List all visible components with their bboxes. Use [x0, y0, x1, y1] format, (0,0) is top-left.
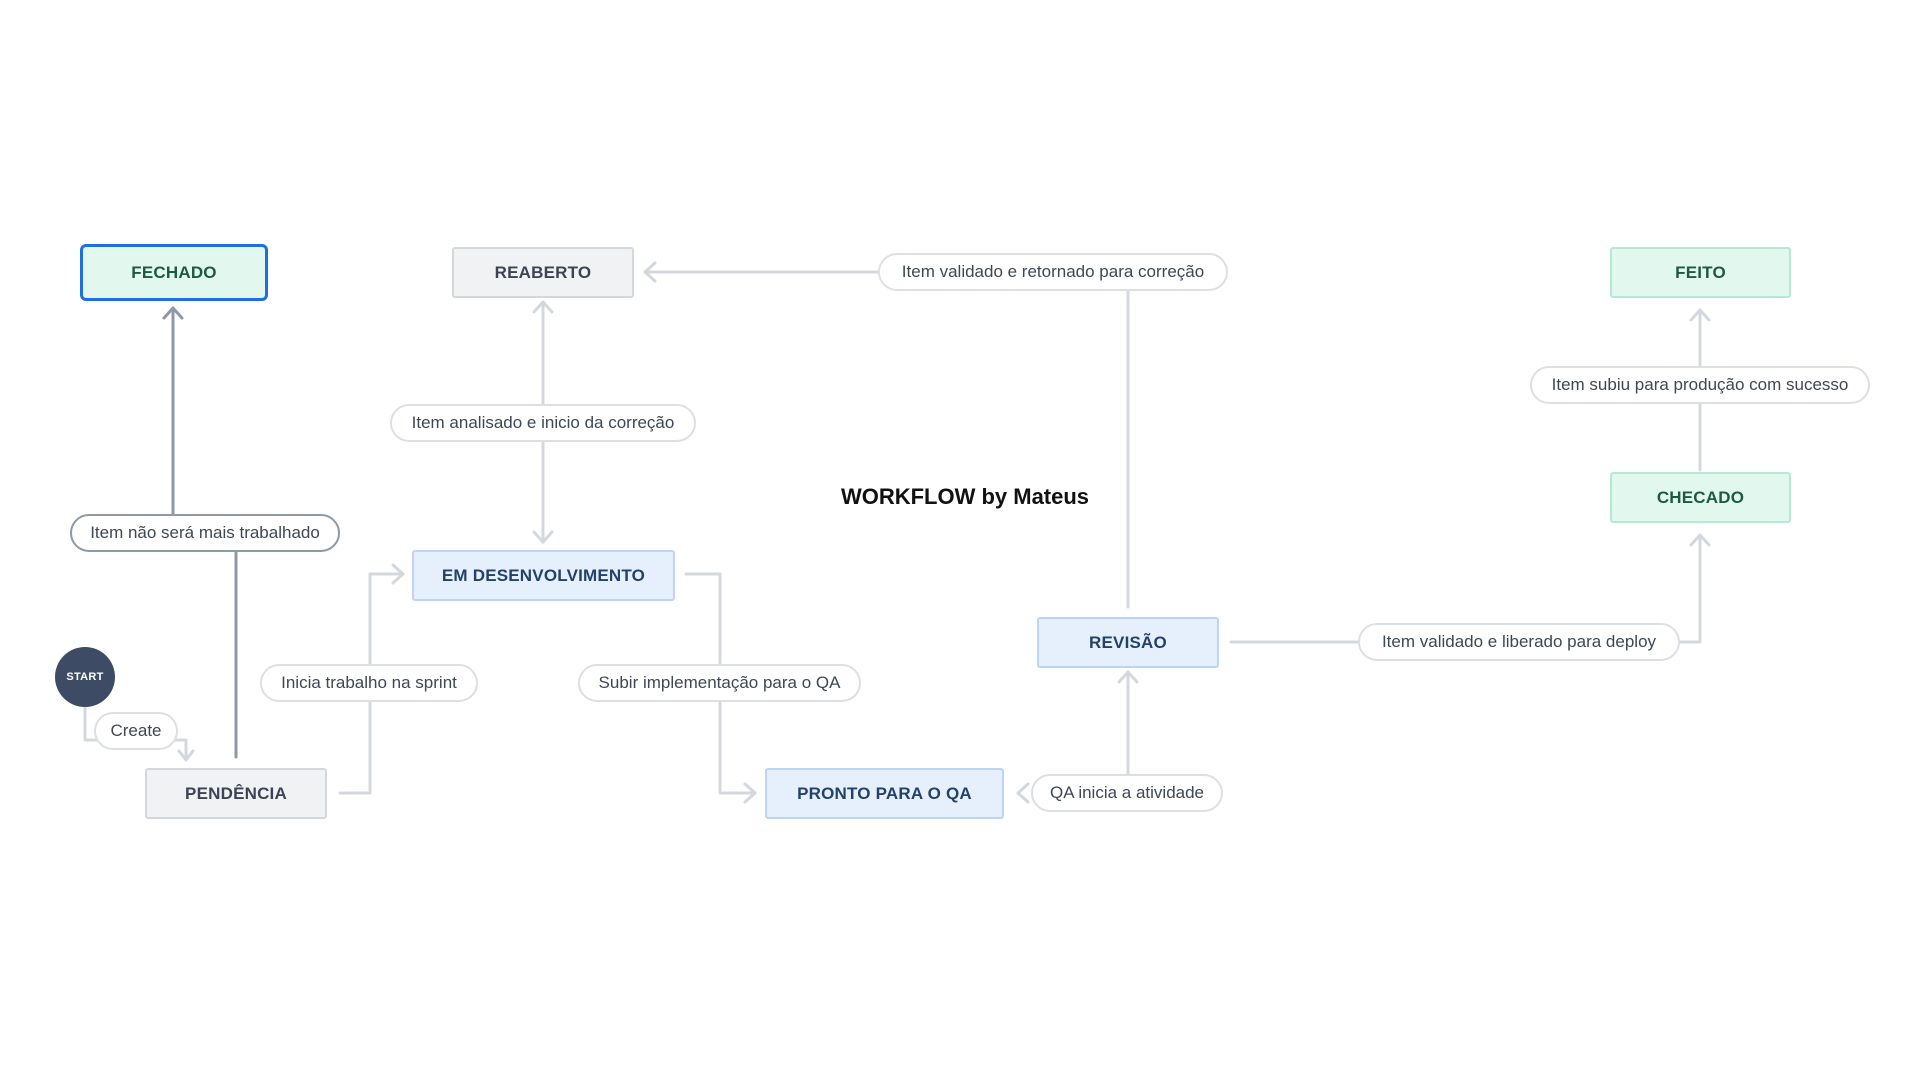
status-feito[interactable]: FEITO: [1610, 247, 1791, 298]
transition-validado-liberado-deploy[interactable]: Item validado e liberado para deploy: [1358, 623, 1680, 661]
status-em-desenvolvimento-label: EM DESENVOLVIMENTO: [441, 565, 646, 585]
transition-subiu-producao[interactable]: Item subiu para produção com sucesso: [1530, 366, 1870, 404]
status-pendencia[interactable]: PENDÊNCIA: [145, 768, 327, 819]
transition-inicia-trabalho[interactable]: Inicia trabalho na sprint: [260, 664, 478, 702]
transition-create-label: Create: [110, 721, 162, 740]
status-reaberto[interactable]: REABERTO: [452, 247, 634, 298]
transition-validado-retornado-correcao-label: Item validado e retornado para correção: [901, 262, 1205, 281]
arrowhead-create: [177, 749, 195, 762]
status-fechado[interactable]: FECHADO: [80, 244, 268, 301]
transition-validado-retornado-correcao[interactable]: Item validado e retornado para correção: [878, 253, 1228, 291]
connector-retornado-correcao: [643, 270, 1130, 609]
transition-subir-implementacao-qa[interactable]: Subir implementação para o QA: [578, 664, 861, 702]
transition-analisado-inicio-correcao-label: Item analisado e inicio da correção: [411, 413, 675, 432]
status-em-desenvolvimento[interactable]: EM DESENVOLVIMENTO: [412, 550, 675, 601]
transition-create[interactable]: Create: [94, 712, 178, 750]
status-revisao-label: REVISÃO: [1089, 632, 1167, 652]
status-feito-label: FEITO: [1675, 262, 1726, 282]
start-label: START: [66, 671, 104, 683]
status-pendencia-label: PENDÊNCIA: [185, 783, 287, 803]
arrowhead-reaberto-down: [532, 530, 554, 544]
transition-subir-implementacao-qa-label: Subir implementação para o QA: [598, 673, 841, 692]
start-node[interactable]: START: [55, 647, 115, 707]
status-checado[interactable]: CHECADO: [1610, 472, 1791, 523]
arrowhead-subiu-producao: [1689, 308, 1711, 322]
transition-validado-liberado-deploy-label: Item validado e liberado para deploy: [1381, 632, 1657, 651]
diagram-title: WORKFLOW by Mateus: [840, 484, 1090, 509]
arrowhead-pronto-qa: [1016, 782, 1030, 804]
arrowhead-reaberto-up: [532, 300, 554, 314]
transition-subiu-producao-label: Item subiu para produção com sucesso: [1551, 375, 1849, 394]
arrowhead-subir-qa: [743, 782, 757, 804]
status-pronto-para-qa-label: PRONTO PARA O QA: [797, 783, 972, 803]
arrowhead-to-fechado: [162, 306, 184, 320]
transition-inicia-trabalho-label: Inicia trabalho na sprint: [281, 673, 457, 692]
status-checado-label: CHECADO: [1656, 487, 1745, 507]
transition-qa-inicia-atividade[interactable]: QA inicia a atividade: [1031, 774, 1223, 812]
arrowhead-inicia-trabalho: [391, 563, 405, 585]
arrowhead-retornado-correcao: [643, 261, 657, 283]
transition-analisado-inicio-correcao[interactable]: Item analisado e inicio da correção: [390, 404, 696, 442]
status-revisao[interactable]: REVISÃO: [1037, 617, 1219, 668]
status-pronto-para-qa[interactable]: PRONTO PARA O QA: [765, 768, 1004, 819]
status-fechado-label: FECHADO: [131, 262, 217, 282]
transition-nao-sera-trabalhado-label: Item não será mais trabalhado: [90, 523, 320, 542]
transition-qa-inicia-atividade-label: QA inicia a atividade: [1049, 783, 1205, 802]
arrowhead-liberado-deploy: [1689, 533, 1711, 547]
status-reaberto-label: REABERTO: [494, 262, 592, 282]
arrowhead-qa-inicia: [1117, 670, 1139, 684]
transition-nao-sera-trabalhado[interactable]: Item não será mais trabalhado: [70, 514, 340, 552]
